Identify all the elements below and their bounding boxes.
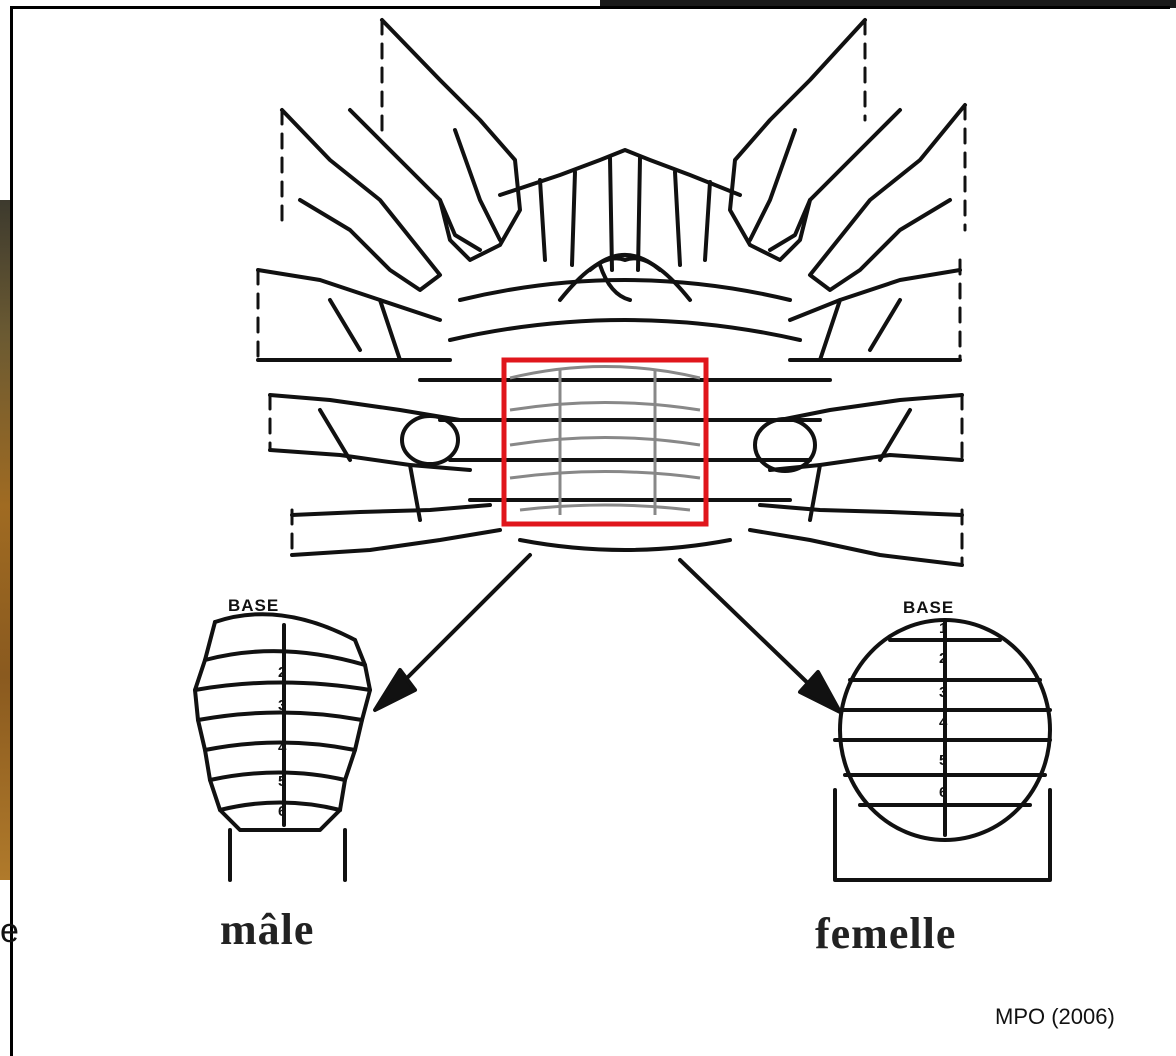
arrow-to-female-icon [680, 560, 840, 712]
sternum [420, 280, 830, 550]
female-segment-4: 4 [939, 714, 948, 731]
male-segment-5: 5 [278, 773, 287, 790]
female-segment-3: 3 [939, 684, 948, 701]
base-label-male: BASE [228, 596, 279, 616]
female-label: femelle [815, 908, 956, 959]
female-segment-2: 2 [939, 650, 948, 667]
claw-left [282, 20, 520, 290]
legs-right [750, 270, 962, 565]
base-label-female: BASE [903, 598, 954, 618]
legs-left [258, 270, 500, 555]
mouthparts [500, 150, 740, 300]
highlighted-abdomen-sketch [510, 367, 700, 516]
male-segment-6: 6 [278, 803, 287, 820]
male-segment-4: 4 [278, 739, 287, 756]
female-segment-6: 6 [939, 784, 948, 801]
female-segment-1: 1 [939, 620, 948, 637]
male-label: mâle [220, 904, 314, 955]
female-segment-5: 5 [939, 752, 948, 769]
claw-right [730, 20, 965, 290]
arrow-to-male-icon [375, 555, 530, 710]
male-segment-3: 3 [278, 697, 287, 714]
source-credit: MPO (2006) [995, 1004, 1115, 1030]
male-segment-2: 2 [278, 664, 287, 681]
